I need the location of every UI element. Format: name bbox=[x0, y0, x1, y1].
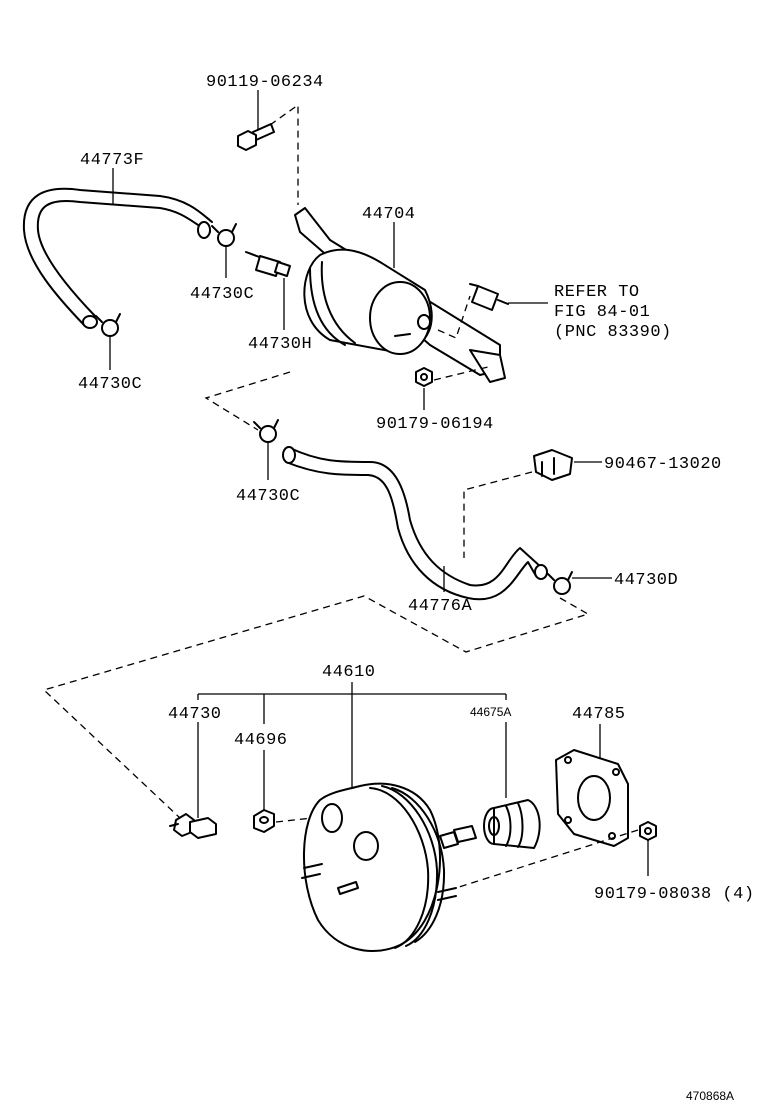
label-clamp-mid: 44730C bbox=[236, 487, 300, 506]
dash-hose-to-booster bbox=[42, 595, 590, 819]
figure-code: 470868A bbox=[686, 1089, 734, 1103]
label-grommet: 44696 bbox=[234, 731, 288, 750]
brake-booster-part[interactable] bbox=[301, 782, 477, 952]
label-hose-upper: 44773F bbox=[80, 151, 144, 170]
label-union: 44730 bbox=[168, 705, 222, 724]
vsv-part[interactable] bbox=[469, 283, 509, 311]
label-check-valve: 44730H bbox=[248, 335, 312, 354]
hose-lower-part[interactable] bbox=[282, 446, 548, 601]
union-part[interactable] bbox=[169, 813, 217, 839]
boot-part[interactable] bbox=[483, 799, 541, 849]
gasket-part[interactable] bbox=[555, 749, 629, 847]
nut-booster-part[interactable] bbox=[639, 821, 657, 841]
label-booster-assy: 44610 bbox=[322, 663, 376, 682]
clamp-left-lower-part[interactable] bbox=[95, 313, 121, 337]
label-refer-1: REFER TO bbox=[554, 283, 640, 302]
label-hose-lower: 44776A bbox=[408, 597, 473, 616]
label-nut-canister: 90179-06194 bbox=[376, 415, 494, 434]
canister-part[interactable] bbox=[294, 207, 506, 383]
label-nut-booster: 90179-08038 (4) bbox=[594, 885, 755, 904]
dash-grommet bbox=[275, 817, 313, 823]
dash-nut-canister bbox=[433, 365, 493, 381]
clip-right-part[interactable] bbox=[533, 449, 573, 481]
label-gasket: 44785 bbox=[572, 705, 626, 724]
label-canister: 44704 bbox=[362, 205, 416, 224]
clamp-left-upper-part[interactable] bbox=[211, 223, 237, 247]
dash-bolt-to-bracket bbox=[269, 103, 299, 205]
dash-clip bbox=[463, 471, 533, 558]
hose-upper-part[interactable] bbox=[22, 187, 213, 329]
clamp-right-part[interactable] bbox=[547, 571, 573, 595]
label-refer-2: FIG 84-01 bbox=[554, 303, 650, 322]
label-boot: 44675A bbox=[470, 705, 511, 719]
clamp-mid-part[interactable] bbox=[253, 419, 279, 443]
label-clamp-left-upper: 44730C bbox=[190, 285, 254, 304]
dash-nut-booster bbox=[455, 829, 639, 889]
bolt-top-part[interactable] bbox=[237, 123, 275, 151]
label-clamp-left-lower: 44730C bbox=[78, 375, 142, 394]
label-refer-3: (PNC 83390) bbox=[554, 323, 672, 342]
dash-vsv bbox=[437, 295, 471, 339]
check-valve-part[interactable] bbox=[245, 251, 291, 277]
grommet-part[interactable] bbox=[253, 809, 275, 833]
label-clamp-right: 44730D bbox=[614, 571, 678, 590]
label-clip-right: 90467-13020 bbox=[604, 455, 722, 474]
dash-canister-to-hose bbox=[204, 371, 291, 431]
label-bolt-top: 90119-06234 bbox=[206, 73, 324, 92]
nut-canister-part[interactable] bbox=[415, 367, 433, 387]
